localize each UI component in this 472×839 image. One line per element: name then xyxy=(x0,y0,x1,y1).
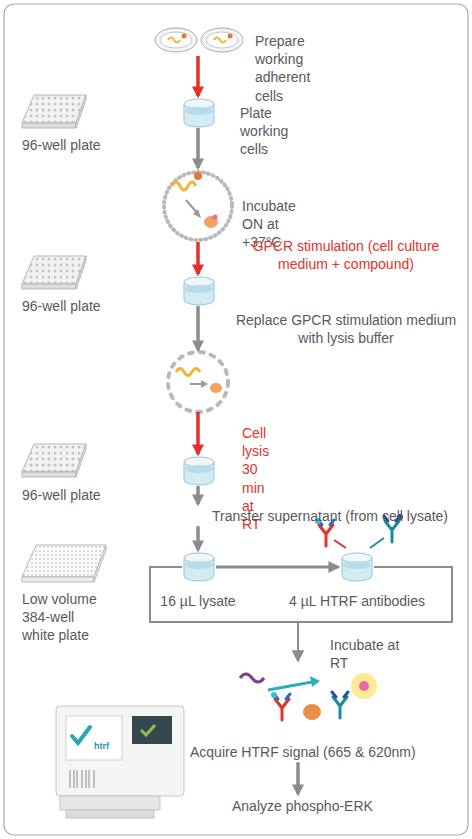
antibody-icon-part xyxy=(334,540,346,548)
fret-illustration-part xyxy=(351,673,377,699)
flow-arrow xyxy=(196,412,200,454)
step-node: 4 µL HTRF antibodies xyxy=(340,552,374,582)
plate-reader-part xyxy=(72,727,90,743)
step-text: 16 µL lysate xyxy=(143,592,253,610)
flow-arrow xyxy=(196,526,200,550)
lysed-cell-icon-part xyxy=(201,380,208,388)
flow-arrow xyxy=(196,56,200,96)
step-text: Analyze phospho-ERK xyxy=(232,797,373,815)
plate-label: 96-well plate xyxy=(22,136,101,154)
plate-reader-part xyxy=(132,716,172,744)
step-node: Replace GPCR stimulation medium with lys… xyxy=(164,352,232,412)
step-node: Prepare working adherent cells xyxy=(154,26,244,56)
lysed-cell-icon xyxy=(168,352,228,412)
fret-illustration-part xyxy=(359,681,369,691)
petri-dish-part xyxy=(228,34,233,39)
well-icon-part xyxy=(342,553,372,581)
petri-dish-part xyxy=(168,38,180,43)
well-icon-part xyxy=(184,457,214,485)
fret-illustration xyxy=(240,673,377,720)
cell-icon-part xyxy=(213,215,218,220)
fret-illustration-part xyxy=(310,676,320,687)
plate-icon-part xyxy=(22,444,86,477)
fret-illustration-part xyxy=(240,674,264,682)
flow-arrow xyxy=(150,567,298,660)
lysed-cell-icon-part xyxy=(168,352,228,412)
step-node: Cell lysis 30 min at RT xyxy=(182,456,216,486)
flow-arrow xyxy=(196,306,200,350)
petri-dish-part xyxy=(206,32,238,48)
plate-reader-part xyxy=(56,706,184,796)
petri-dish-part xyxy=(160,32,192,48)
flow-arrow xyxy=(196,128,200,168)
cell-icon-part xyxy=(172,182,196,190)
step-node: 16 µL lysate xyxy=(182,552,216,582)
step-node: Incubate ON at +37°C xyxy=(162,170,234,242)
flow-arrow xyxy=(196,242,200,274)
frame xyxy=(4,4,468,835)
step-node: Plate working cells xyxy=(182,98,216,128)
plate-reader-part xyxy=(141,725,155,735)
step-node: Transfer supernatant (from cell lysate) xyxy=(190,506,452,526)
plate-label: 96-well plate xyxy=(22,297,101,315)
well-icon-part xyxy=(184,277,214,305)
step-text: Plate working cells xyxy=(240,104,288,159)
step-text: 4 µL HTRF antibodies xyxy=(277,592,437,610)
cell-icon-part xyxy=(164,172,232,240)
cell-icon-part xyxy=(193,209,201,218)
step-text: GPCR stimulation (cell culture medium + … xyxy=(228,237,464,273)
well-icon-part xyxy=(184,553,214,581)
flow-arrow xyxy=(216,566,338,569)
plate-reader xyxy=(56,706,184,818)
fret-illustration-part xyxy=(303,704,321,720)
plate-reader-part xyxy=(66,810,154,818)
well-icon-part xyxy=(184,99,214,127)
step-node: Analyze phospho-ERK xyxy=(230,796,377,816)
cell-icon xyxy=(164,172,232,240)
antibody-icon-part xyxy=(370,538,384,548)
plate-reader-part xyxy=(70,770,94,788)
petri-dish-part xyxy=(214,38,226,43)
step-text: Acquire HTRF signal (665 & 620nm) xyxy=(190,743,416,761)
plate-icon-part xyxy=(22,95,86,128)
step-text: Replace GPCR stimulation medium with lys… xyxy=(228,311,464,347)
petri-dish-part xyxy=(155,28,197,52)
fret-illustration-part xyxy=(332,692,348,718)
plate-reader-part xyxy=(60,796,160,810)
logo-text: htrf xyxy=(94,741,109,753)
step-text: Transfer supernatant (from cell lysate) xyxy=(212,507,448,525)
petri-dish xyxy=(155,28,243,52)
step-text: Prepare working adherent cells xyxy=(255,32,310,105)
fret-illustration-part xyxy=(271,692,277,698)
plate-icon-part xyxy=(22,256,86,289)
flow-arrow xyxy=(196,486,200,504)
plate-icon-part xyxy=(22,545,106,582)
fret-illustration-part xyxy=(274,694,290,720)
fret-illustration-part xyxy=(268,682,312,690)
plate-reader-part xyxy=(66,716,122,760)
step-node: Acquire HTRF signal (665 & 620nm) xyxy=(188,742,420,762)
plate-icon xyxy=(22,95,106,582)
step-text: Incubate at RT xyxy=(330,636,402,672)
step-node: GPCR stimulation (cell culture medium + … xyxy=(182,276,216,306)
petri-dish-part xyxy=(201,28,243,52)
plate-label: Low volume 384-well white plate xyxy=(22,590,104,645)
plate-label: 96-well plate xyxy=(22,486,101,504)
flow-arrow xyxy=(296,762,300,794)
lysed-cell-icon-part xyxy=(210,383,222,393)
petri-dish-part xyxy=(182,34,187,39)
step-node: Incubate at RT xyxy=(234,662,402,724)
lysed-cell-icon-part xyxy=(176,369,200,376)
cell-icon-part xyxy=(194,172,202,180)
